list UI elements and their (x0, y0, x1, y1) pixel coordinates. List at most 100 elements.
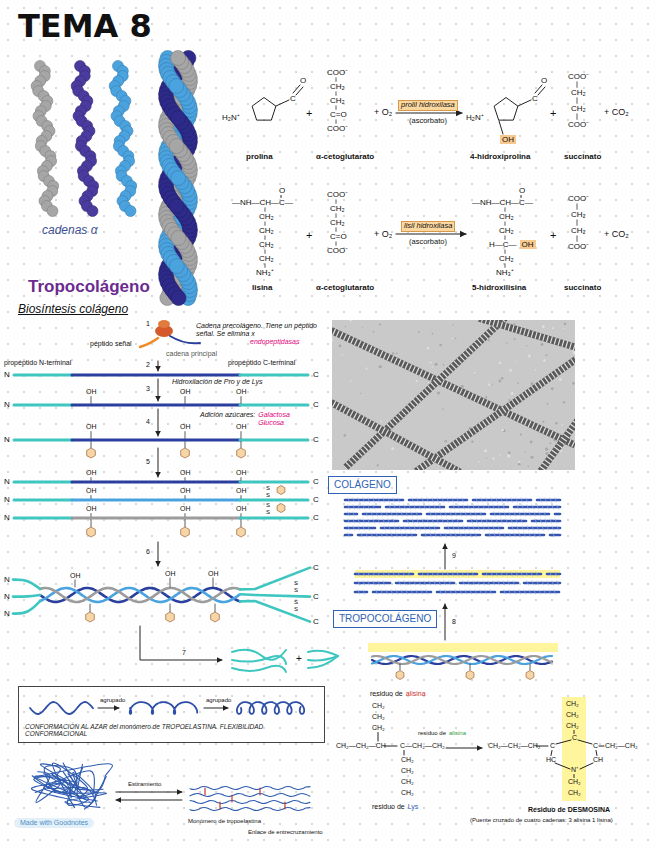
triple-helix-bead (171, 231, 186, 246)
formula-text: + CO₂ (604, 107, 629, 117)
bond-line (505, 250, 506, 254)
chain-label: C (313, 495, 319, 504)
formula-text: CH₂ (259, 226, 274, 235)
molecule-name: α-cetoglutarato (316, 152, 374, 161)
micrograph-grain (471, 441, 473, 443)
propeptide (240, 568, 310, 590)
tropocollagen-molecule (345, 513, 357, 516)
collagen-fibril (345, 320, 505, 468)
bond-line (521, 196, 522, 198)
sugar-hexagon (526, 671, 534, 680)
micrograph-grain (518, 463, 521, 466)
residue-label: C (550, 742, 555, 750)
molecule-name: 4-hidroxiprolina (470, 152, 530, 161)
helix-mark (519, 590, 521, 594)
bond-line (265, 222, 266, 226)
tropoelastin-chain (237, 702, 304, 714)
step-arrow (158, 409, 159, 436)
step-number: 5 (146, 458, 150, 466)
molecule-name: α-cetoglutarato (316, 283, 374, 292)
micrograph-grain (535, 369, 537, 371)
residue-label: HC (546, 756, 556, 764)
helix-mark (417, 519, 419, 523)
micrograph-grain (392, 352, 394, 354)
helix-mark (432, 572, 434, 576)
helix-mark (432, 519, 434, 523)
tropocollagen-molecule (358, 534, 416, 537)
micrograph-grain (439, 344, 442, 347)
helix-mark (407, 519, 409, 523)
helix-mark (427, 572, 429, 576)
helix-mark (476, 498, 478, 502)
micrograph-grain (349, 320, 351, 321)
helix-mark (468, 581, 470, 585)
helix-mark (458, 505, 460, 509)
helix-mark (378, 581, 380, 585)
formula-text: + (306, 107, 312, 120)
formula-text: H₂N⁺ (222, 113, 240, 122)
helix-mark (465, 590, 467, 594)
helix-mark (455, 590, 457, 594)
formula-text: CH₂ (259, 212, 274, 221)
helix-mark (409, 526, 411, 530)
micrograph-grain (507, 455, 510, 458)
propeptide (240, 439, 308, 442)
helix-mark (491, 572, 493, 576)
helix-mark (401, 590, 403, 594)
formula-text: CH₂ (499, 212, 514, 221)
cleaved-propeptide (232, 656, 286, 664)
oh-stick (241, 514, 242, 517)
helix-mark (427, 519, 429, 523)
propeptide (240, 594, 310, 596)
helix-mark (462, 498, 464, 502)
micrograph-grain (488, 339, 490, 341)
helix-mark (391, 512, 393, 516)
bond-line (518, 100, 531, 106)
sugar-hexagon (87, 448, 96, 458)
helix-mark (363, 572, 365, 576)
micrograph-grain (531, 382, 534, 385)
micrograph-grain (379, 365, 382, 368)
micrograph-grain (492, 458, 494, 460)
formula-text: CH₂ (259, 254, 274, 263)
helix-mark (522, 505, 524, 509)
elastin-network (52, 763, 87, 808)
helix-mark (381, 512, 383, 516)
helix-mark (447, 498, 449, 502)
oh-stick (213, 578, 214, 587)
chain-label: OH (180, 388, 191, 396)
tropocollagen-molecule (555, 513, 560, 516)
helix-mark (540, 519, 542, 523)
helix-mark (383, 572, 385, 576)
helix-mark (381, 590, 383, 594)
chain-label: S (266, 492, 270, 499)
helix-mark (417, 498, 419, 502)
helix-mark (406, 533, 408, 537)
micrograph-grain (563, 401, 565, 403)
helix-mark (358, 498, 360, 502)
helix-mark (534, 533, 536, 537)
chain-label: N (4, 575, 10, 584)
residue-label: CH₂ (566, 700, 579, 708)
tropocollagen-molecule (514, 506, 560, 509)
micrograph-grain (427, 347, 429, 349)
tropocollagen-molecule (419, 573, 477, 576)
structure-caption: (Puente cruzado de cuatro cadenas: 3 ali… (470, 817, 613, 824)
stretched-elastin (190, 787, 310, 790)
micrograph-grain (485, 396, 487, 398)
helix-mark (511, 498, 513, 502)
helix-mark (422, 498, 424, 502)
tropocollagen-molecule (345, 527, 375, 530)
micrograph-grain (486, 458, 487, 459)
helix-mark (371, 512, 373, 516)
micrograph-grain (555, 440, 556, 441)
propeptide (240, 481, 308, 484)
helix-strand (372, 656, 552, 664)
oh-stick (170, 578, 171, 587)
helix-mark (452, 572, 454, 576)
oh-stick (185, 432, 186, 439)
helix-mark (435, 512, 437, 516)
molecule-name: succinato (564, 152, 601, 161)
arrow (204, 708, 228, 709)
step-arrow (158, 361, 159, 371)
